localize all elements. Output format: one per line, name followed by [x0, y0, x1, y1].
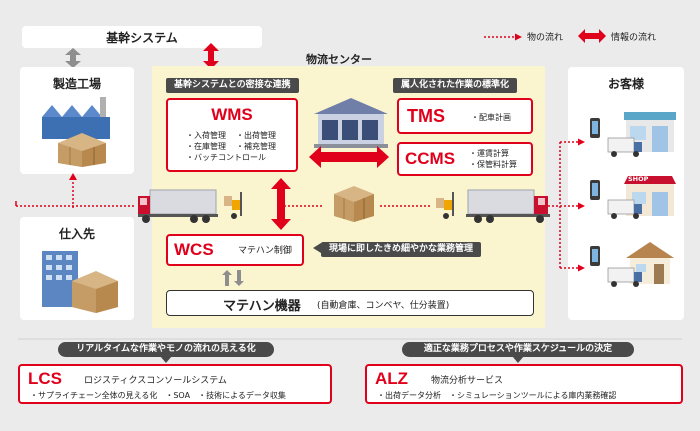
- alz-tag: 適正な業務プロセスや作業スケジュールの決定: [402, 342, 634, 357]
- wcs-title: WCS: [174, 240, 214, 259]
- wms-item: ・バッチコントロール: [186, 153, 266, 162]
- goods-flow-legend-arrow: [484, 33, 522, 41]
- wms-box: WMS ・入荷管理 ・出荷管理 ・在庫管理 ・補充管理 ・バッチコントロール: [166, 98, 298, 172]
- wcs-desc: マテハン制御: [238, 246, 292, 256]
- center-goods-line-1: [280, 205, 324, 207]
- ccms-box: CCMS ・運賃計算 ・保管料計算: [397, 142, 533, 176]
- matehan-box: マテハン機器 (自動倉庫、コンベヤ、仕分装置): [166, 290, 534, 316]
- core-system-label: 基幹システム: [106, 31, 178, 45]
- supplier-building-icon: [42, 251, 118, 313]
- lcs-tag-pointer: [160, 356, 172, 363]
- right-goods-lines: [548, 138, 585, 272]
- tms-box: TMS ・配車計画: [397, 98, 533, 134]
- tms-tag: 属人化された作業の標準化: [393, 78, 518, 93]
- wms-item: ・補充管理: [236, 142, 276, 151]
- lcs-desc: ・サプライチェーン全体の見える化 ・SOA ・技術によるデータ収集: [30, 391, 286, 400]
- customer-label: お客様: [607, 77, 644, 91]
- shop-customer-icon: [590, 176, 676, 219]
- wms-item: ・入荷管理: [186, 131, 226, 140]
- shop-sign-label: SHOP: [628, 175, 649, 183]
- wms-title: WMS: [211, 105, 253, 124]
- info-flow-legend-label: 情報の流れ: [611, 33, 657, 43]
- ccms-title: CCMS: [405, 149, 456, 168]
- outbound-truck-icon: [436, 189, 550, 223]
- store-customer-icon: [590, 112, 676, 157]
- center-boxes-icon: [334, 186, 374, 222]
- core-system-box: 基幹システム: [22, 26, 262, 48]
- left-goods-line: [15, 201, 136, 207]
- ccms-item: ・保管料計算: [469, 160, 517, 169]
- matehan-desc: (自動倉庫、コンベヤ、仕分装置): [317, 301, 450, 311]
- lcs-subtitle: ロジスティクスコンソールシステム: [84, 376, 227, 386]
- factory-illustration-icon: [42, 97, 110, 167]
- section-divider: [18, 338, 682, 340]
- wms-item: ・在庫管理: [186, 142, 226, 151]
- info-flow-legend-arrow: [578, 29, 606, 43]
- wcs-matehan-arrows: [222, 270, 244, 286]
- supplier-box: 仕入先: [20, 217, 134, 320]
- center-goods-line-2: [380, 205, 430, 207]
- alz-title: ALZ: [375, 369, 409, 388]
- alz-subtitle: 物流分析サービス: [431, 376, 504, 386]
- ccms-item: ・運賃計算: [469, 149, 509, 158]
- core-factory-arrow: [65, 48, 81, 68]
- manufacturing-box: 製造工場: [20, 67, 134, 174]
- alz-box: ALZ 物流分析サービス ・出荷データ分析 ・シミュレーションツールによる庫内業…: [365, 364, 683, 404]
- wms-ccms-info-arrow: [309, 146, 389, 168]
- manufacturing-label: 製造工場: [52, 77, 101, 91]
- matehan-title: マテハン機器: [223, 299, 301, 314]
- house-customer-icon: [590, 242, 674, 287]
- wms-tag: 基幹システムとの密接な連携: [166, 78, 299, 93]
- alz-tag-pointer: [512, 356, 524, 363]
- goods-flow-legend-label: 物の流れ: [527, 33, 564, 43]
- lcs-title: LCS: [28, 369, 62, 388]
- distribution-center-label: 物流センター: [306, 53, 372, 66]
- lcs-tag: リアルタイムな作業やモノの流れの見える化: [58, 342, 274, 357]
- supplier-to-factory-goods-arrow: [69, 173, 77, 208]
- warehouse-illustration-icon: [314, 98, 388, 148]
- wms-wcs-info-arrow: [271, 178, 291, 230]
- supplier-label: 仕入先: [58, 227, 95, 241]
- core-center-info-arrow: [203, 43, 219, 69]
- wms-item: ・出荷管理: [236, 131, 276, 140]
- tms-title: TMS: [407, 106, 445, 126]
- inbound-truck-icon: [138, 189, 242, 223]
- lcs-box: LCS ロジスティクスコンソールシステム ・サプライチェーン全体の見える化 ・S…: [18, 364, 332, 404]
- wcs-tag-pointer: [313, 243, 321, 253]
- tms-desc: ・配車計画: [471, 113, 511, 122]
- wcs-box: WCS マテハン制御: [166, 234, 304, 266]
- alz-desc: ・出荷データ分析 ・シミュレーションツールによる庫内業務確認: [377, 391, 617, 400]
- wcs-tag: 現場に即したきめ細やかな業務管理: [321, 242, 482, 257]
